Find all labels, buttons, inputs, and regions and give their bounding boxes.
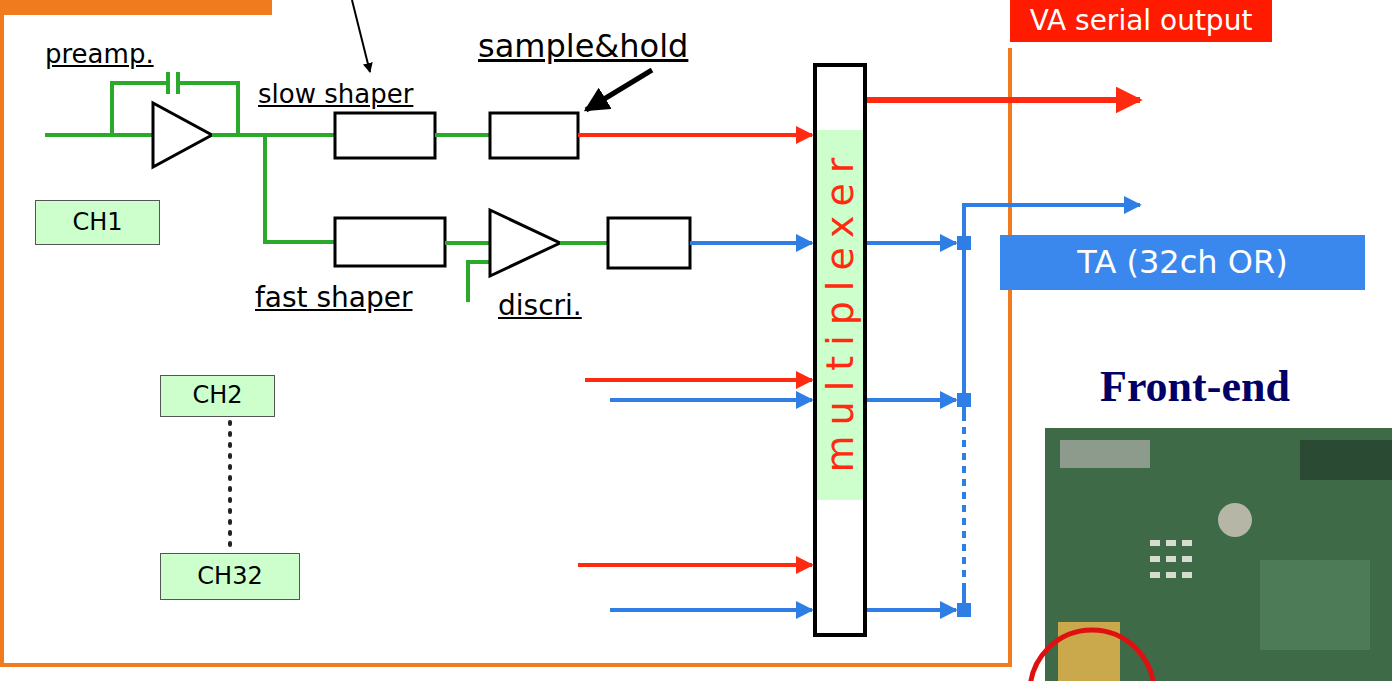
trigger-arrow — [690, 241, 812, 245]
trigger-arrow — [867, 241, 956, 245]
part-label: slow shaper — [258, 80, 413, 110]
channel-box: CH32 — [160, 553, 300, 600]
frame-line — [1008, 48, 1012, 667]
analog-output-arrow — [578, 133, 812, 137]
channel-box: CH1 — [35, 200, 160, 245]
node-text: CH1 — [72, 209, 122, 237]
sample-hold-box — [490, 113, 578, 158]
analog-output-arrow — [578, 563, 812, 567]
highlight-circle — [1030, 630, 1154, 681]
signal-wire — [45, 133, 153, 137]
trigger-arrow — [610, 398, 812, 402]
shaper-box — [335, 218, 445, 266]
part-label: fast shaper — [255, 282, 413, 314]
board-component — [1150, 556, 1160, 562]
part-label: preamp. — [45, 40, 154, 70]
serial-output-arrow — [867, 97, 1140, 103]
board-connector — [1060, 440, 1150, 468]
signal-wire — [265, 135, 335, 242]
comparator-symbol — [490, 210, 560, 276]
frame-line — [0, 0, 4, 665]
frame-line — [0, 663, 1012, 667]
part-label: discri. — [498, 290, 582, 322]
signal-wire — [435, 133, 490, 137]
trigger-arrow — [867, 398, 956, 402]
board-component — [1182, 556, 1192, 562]
threshold-wire — [468, 262, 490, 302]
board-component — [1166, 572, 1176, 578]
board-component — [1166, 556, 1176, 562]
board-photo — [1045, 428, 1392, 681]
signal-wire — [212, 133, 335, 137]
multiplexer-frame — [815, 65, 865, 635]
ellipsis-dots — [228, 422, 232, 548]
capacitor-symbol — [176, 72, 180, 94]
board-components — [1150, 540, 1192, 578]
photo-heading: Front-end — [1100, 362, 1290, 413]
node-text: VA serial output — [1030, 5, 1253, 37]
pointer-arrow — [586, 70, 652, 110]
logic-box — [608, 218, 690, 268]
board-component — [1166, 540, 1176, 546]
amplifier-symbol — [153, 103, 212, 167]
board-component — [1182, 540, 1192, 546]
or-junction — [957, 236, 971, 250]
part-label: sample&hold — [478, 28, 688, 65]
board-connector — [1300, 440, 1392, 480]
signal-wire — [445, 241, 490, 245]
channel-box: CH2 — [160, 375, 275, 417]
node-text: multiplexer — [821, 148, 859, 483]
frame-tab — [0, 0, 272, 15]
pointer-arrow — [352, 0, 370, 72]
trigger-arrow — [867, 608, 956, 612]
board-component — [1150, 572, 1160, 578]
analog-output-arrow — [585, 378, 812, 382]
capacitor-symbol — [166, 72, 170, 94]
multiplexer-box: multiplexer — [817, 130, 863, 500]
shaper-box — [335, 113, 435, 158]
signal-wire — [560, 241, 608, 245]
board-component — [1150, 540, 1160, 546]
output-tag: VA serial output — [1010, 0, 1272, 42]
or-bus-line — [962, 420, 966, 590]
or-junction — [957, 393, 971, 407]
trigger-arrow — [610, 608, 812, 612]
output-tag: TA (32ch OR) — [1000, 235, 1365, 290]
or-junction — [957, 603, 971, 617]
board-screw — [1218, 503, 1252, 537]
board-area — [1260, 560, 1370, 650]
board-component — [1182, 572, 1192, 578]
node-text: CH2 — [192, 382, 242, 410]
node-text: TA (32ch OR) — [1077, 244, 1287, 281]
node-text: CH32 — [197, 563, 262, 591]
